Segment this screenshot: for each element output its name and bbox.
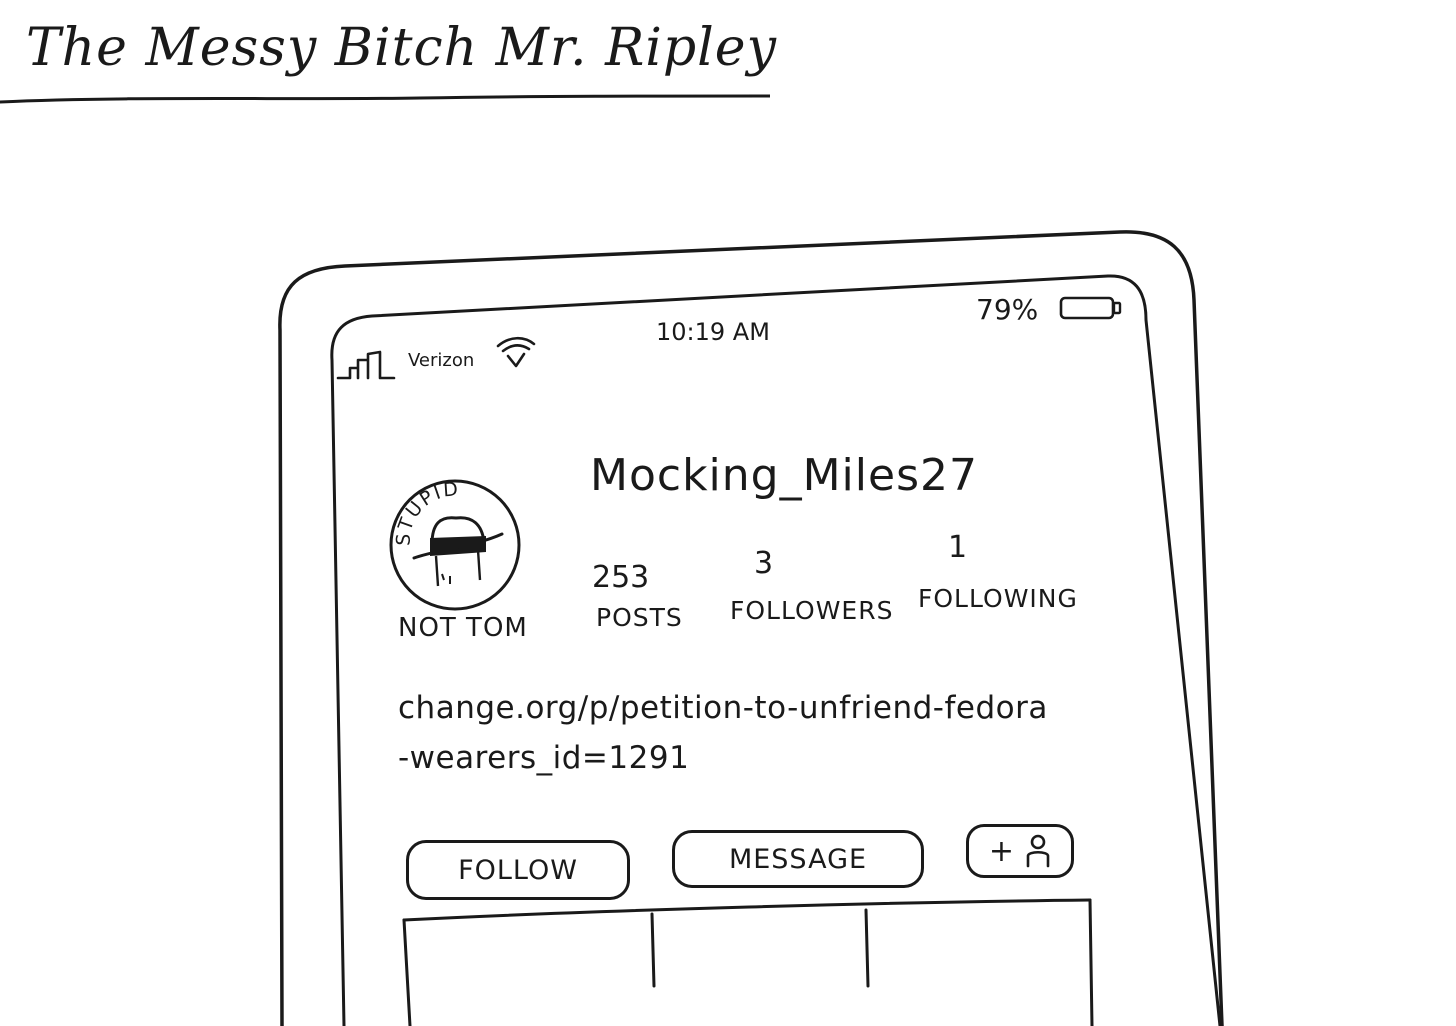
carrier-label: Verizon [408, 350, 475, 371]
avatar[interactable]: STUPID [386, 476, 524, 614]
title-underline [0, 94, 770, 104]
status-time: 10:19 AM [656, 318, 770, 346]
follow-button[interactable]: FOLLOW [406, 840, 630, 900]
following-count: 1 [948, 530, 968, 565]
avatar-caption: NOT TOM [398, 613, 528, 643]
post-tile-1[interactable] [410, 922, 650, 1026]
profile-username: Mocking_Miles27 [590, 450, 978, 501]
add-plus-label: + [988, 833, 1016, 869]
bio-link-line-2[interactable]: -wearers_id=1291 [398, 740, 690, 776]
following-label[interactable]: FOLLOWING [918, 584, 1078, 613]
add-person-button[interactable]: + [966, 824, 1074, 878]
message-button[interactable]: MESSAGE [672, 830, 924, 888]
post-tile-3[interactable] [870, 912, 1088, 1026]
wifi-icon [496, 336, 536, 368]
page-title: The Messy Bitch Mr. Ripley [26, 18, 777, 78]
followers-label[interactable]: FOLLOWERS [730, 596, 894, 625]
post-tile-2[interactable] [656, 916, 864, 1026]
battery-icon [1059, 296, 1122, 320]
signal-bars-icon [336, 350, 396, 380]
followers-count: 3 [754, 546, 774, 581]
fedora-icon [412, 516, 504, 587]
bio-link-line-1[interactable]: change.org/p/petition-to-unfriend-fedora [398, 690, 1048, 726]
avatar-top-text: STUPID [392, 478, 460, 546]
battery-percent: 79% [976, 293, 1039, 326]
posts-count: 253 [592, 560, 650, 595]
posts-label[interactable]: POSTS [596, 603, 683, 632]
add-person-icon [1026, 834, 1050, 868]
